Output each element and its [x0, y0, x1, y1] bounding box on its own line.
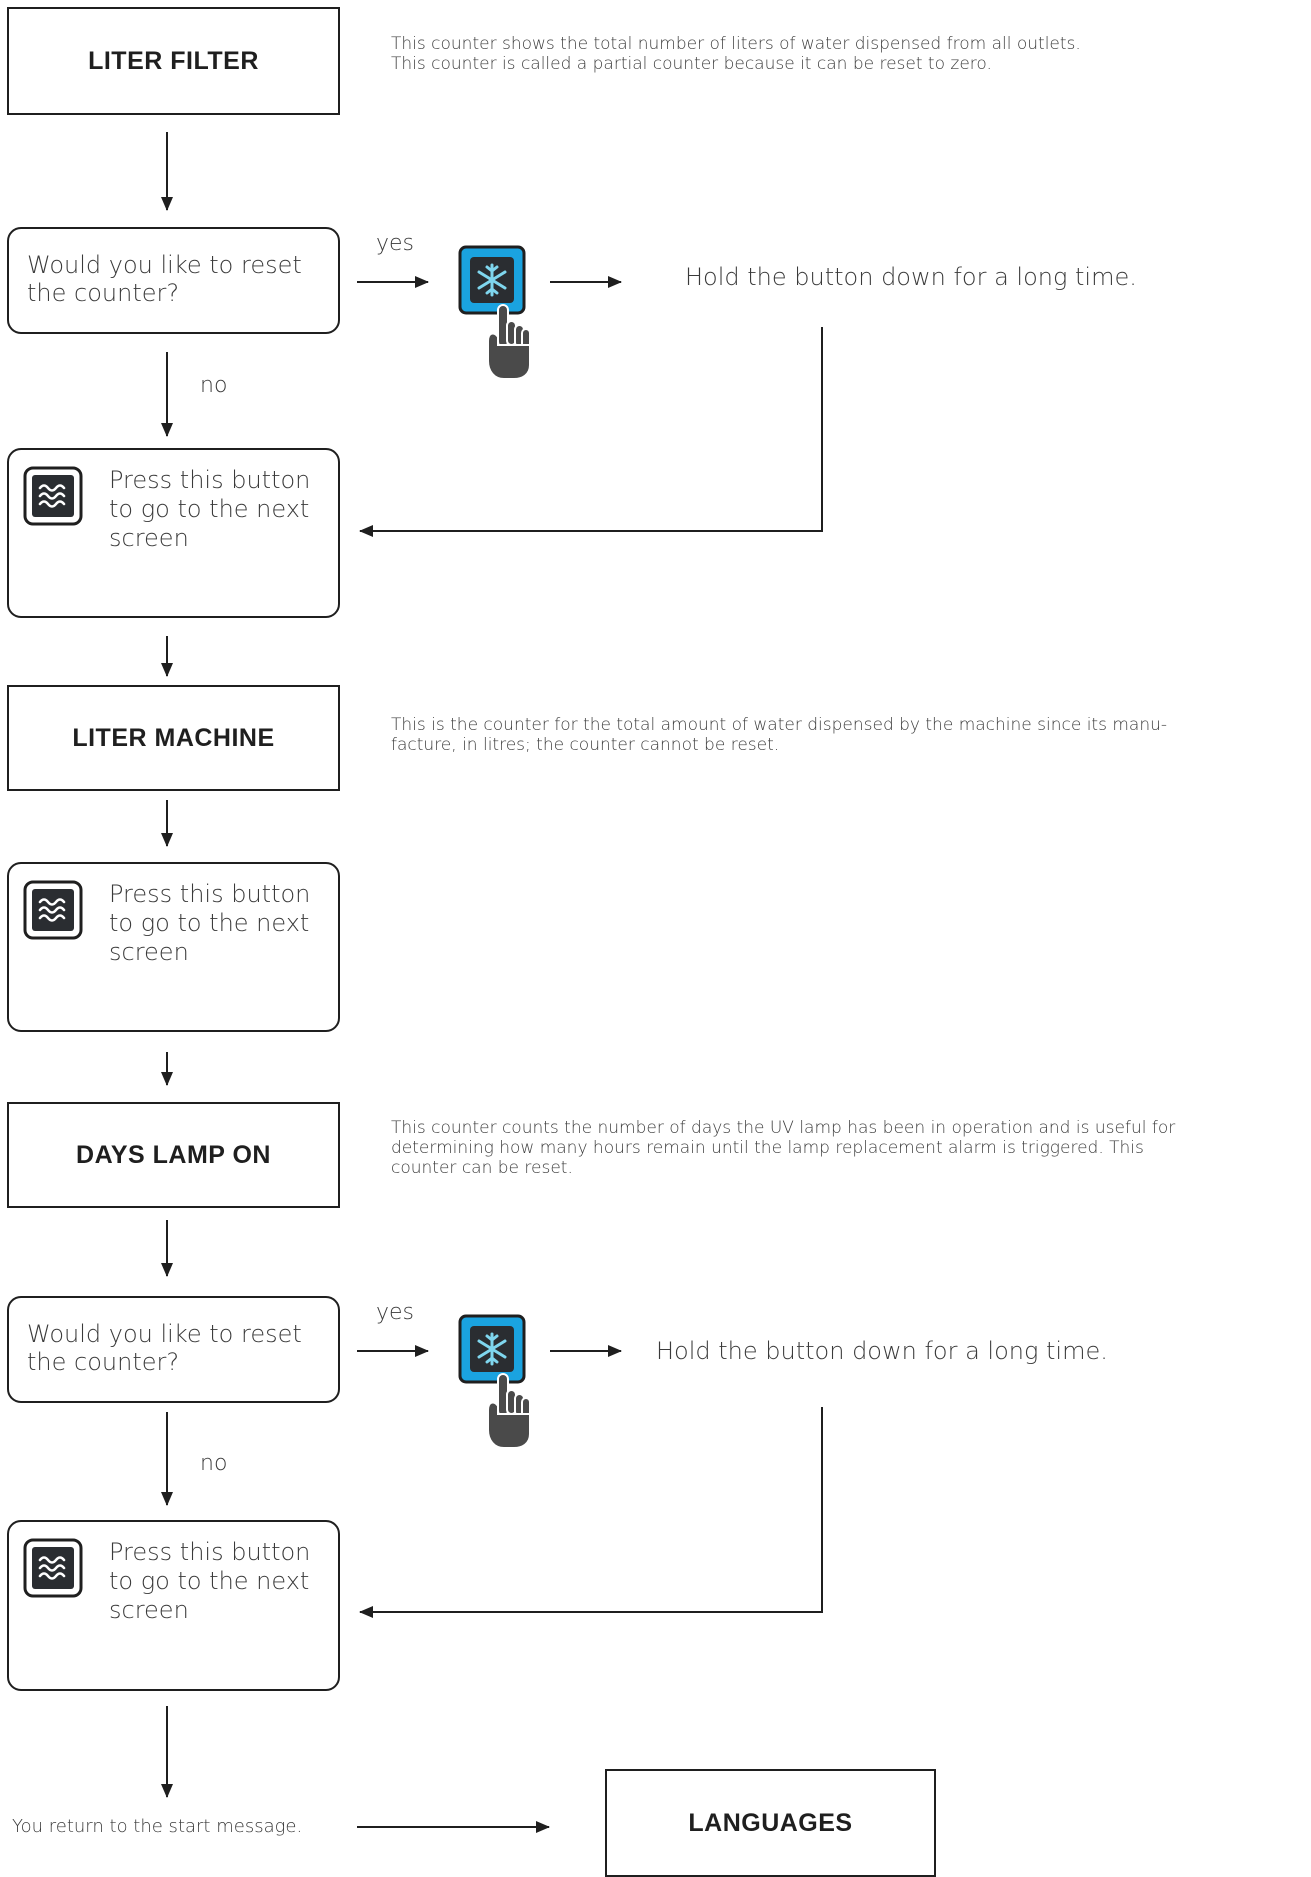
press-next-box: Press this button to go to the next scre… [7, 1520, 340, 1691]
press-next-text: Press this button to go to the next scre… [109, 1538, 311, 1624]
next-button-illustration [23, 466, 85, 528]
liter-filter-title: LITER FILTER [88, 46, 259, 75]
reset-question-box: Would you like to reset the counter? [7, 227, 340, 334]
reset-question-box: Would you like to reset the counter? [7, 1296, 340, 1403]
reset-button-illustration [458, 245, 531, 381]
waves-icon [38, 1556, 66, 1580]
hold-instruction: Hold the button down for a long time. [656, 1337, 1108, 1365]
return-line [359, 1407, 823, 1618]
snowflake-icon [477, 263, 507, 297]
hold-instruction: Hold the button down for a long time. [685, 263, 1137, 291]
yes-label: yes [376, 231, 415, 256]
days-lamp-on-title: DAYS LAMP ON [76, 1140, 271, 1169]
liter-machine-box: LITER MACHINE [7, 685, 340, 791]
no-label: no [200, 373, 228, 398]
return-line [359, 327, 823, 537]
reset-button-illustration [458, 1314, 531, 1450]
next-button-illustration [23, 880, 85, 942]
waves-icon [38, 484, 66, 508]
hand-pointer-icon [487, 304, 531, 380]
liter-filter-box: LITER FILTER [7, 7, 340, 115]
liter-machine-description: This is the counter for the total amount… [391, 715, 1168, 755]
liter-filter-description: This counter shows the total number of l… [391, 34, 1081, 74]
days-lamp-on-description: This counter counts the number of days t… [391, 1118, 1176, 1178]
snowflake-icon [477, 1332, 507, 1366]
reset-question-text: Would you like to reset the counter? [27, 251, 302, 307]
yes-label: yes [376, 1300, 415, 1325]
liter-machine-title: LITER MACHINE [72, 723, 275, 752]
press-next-box: Press this button to go to the next scre… [7, 448, 340, 618]
no-label: no [200, 1451, 228, 1476]
return-message: You return to the start message. [12, 1816, 303, 1837]
press-next-text: Press this button to go to the next scre… [109, 466, 311, 552]
languages-title: LANGUAGES [688, 1808, 853, 1837]
hand-pointer-icon [487, 1373, 531, 1449]
reset-question-text: Would you like to reset the counter? [27, 1320, 302, 1376]
press-next-text: Press this button to go to the next scre… [109, 880, 311, 966]
languages-box: LANGUAGES [605, 1769, 936, 1877]
days-lamp-on-box: DAYS LAMP ON [7, 1102, 340, 1208]
next-button-illustration [23, 1538, 85, 1600]
waves-icon [38, 898, 66, 922]
press-next-box: Press this button to go to the next scre… [7, 862, 340, 1032]
